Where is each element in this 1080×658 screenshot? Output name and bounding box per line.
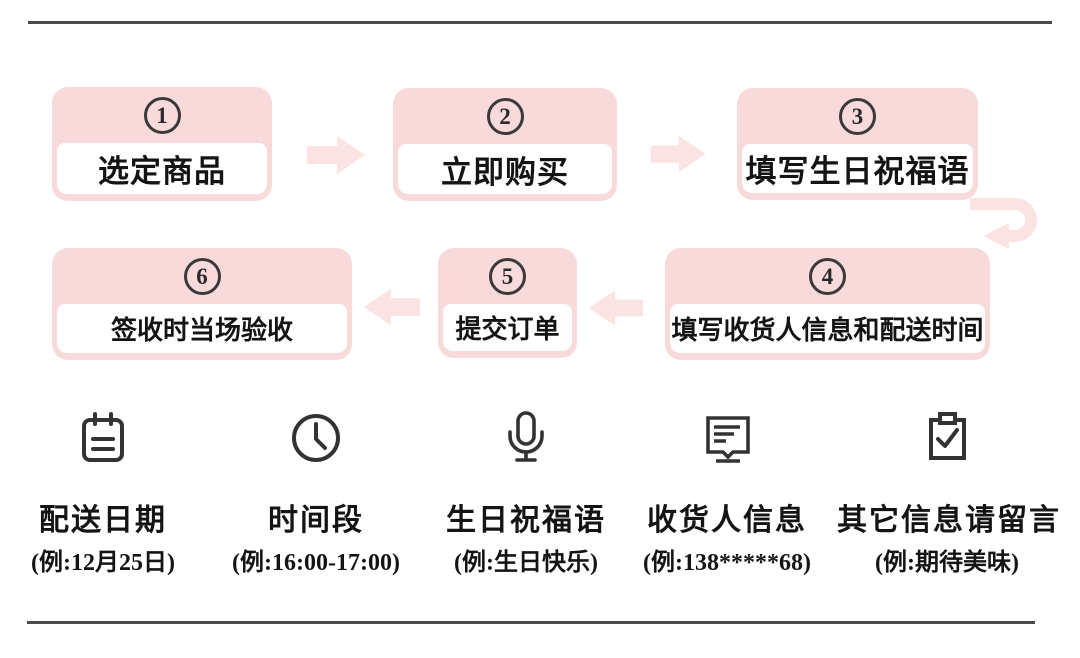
legend-row: 配送日期 (例:12月25日) 时间段 (例:16:00-17:00) — [0, 405, 1080, 577]
step-box-2: 2 立即购买 — [393, 88, 617, 201]
legend-example: (例:16:00-17:00) — [232, 550, 400, 576]
legend-example: (例:生日快乐) — [454, 550, 598, 576]
step-box-5: 5 提交订单 — [438, 248, 577, 358]
clipboard-check-icon — [837, 411, 1057, 471]
step-number-badge: 5 — [489, 257, 526, 295]
arrow-right-icon — [307, 136, 365, 174]
step-number: 6 — [196, 263, 208, 289]
message-icon — [617, 411, 837, 471]
calendar-icon — [3, 411, 203, 471]
step-body: 填写收货人信息和配送时间 — [670, 304, 985, 353]
step-body: 签收时当场验收 — [57, 304, 347, 353]
legend-item-birthday-greeting: 生日祝福语 (例:生日快乐) — [416, 405, 636, 577]
arrow-left-icon — [364, 288, 420, 326]
step-number: 4 — [821, 263, 834, 289]
legend-example: (例:期待美味) — [875, 550, 1019, 576]
step-number: 2 — [499, 103, 511, 129]
legend-item-delivery-date: 配送日期 (例:12月25日) — [3, 405, 203, 577]
step-body: 提交订单 — [443, 304, 572, 351]
legend-item-time-slot: 时间段 (例:16:00-17:00) — [206, 405, 426, 577]
bottom-divider — [27, 621, 1035, 624]
legend-example: (例:12月25日) — [31, 550, 175, 576]
legend-item-recipient-info: 收货人信息 (例:138*****68) — [617, 405, 837, 577]
step-header: 4 — [665, 248, 990, 304]
step-header: 3 — [737, 88, 978, 144]
step-number-badge: 2 — [486, 97, 524, 135]
legend-item-extra-message: 其它信息请留言 (例:期待美味) — [837, 405, 1061, 577]
step-number-badge: 6 — [183, 257, 221, 295]
step-number: 1 — [156, 102, 168, 128]
legend-label: 生日祝福语 — [446, 504, 606, 537]
step-label: 填写收货人信息和配送时间 — [671, 316, 984, 345]
step-header: 1 — [52, 87, 272, 143]
step-number: 5 — [501, 263, 514, 289]
legend-label: 时间段 — [268, 504, 364, 537]
step-number: 3 — [851, 103, 864, 129]
legend-label: 收货人信息 — [647, 504, 807, 537]
step-label: 提交订单 — [455, 315, 560, 344]
legend-example: (例:138*****68) — [643, 550, 811, 576]
step-number-badge: 1 — [143, 96, 181, 134]
legend-label: 其它信息请留言 — [837, 504, 1061, 537]
step-header: 5 — [438, 248, 577, 304]
step-label: 签收时当场验收 — [110, 316, 293, 345]
step-body: 立即购买 — [398, 144, 612, 194]
step-box-4: 4 填写收货人信息和配送时间 — [665, 248, 990, 360]
step-number-badge: 3 — [839, 97, 876, 135]
step-body: 填写生日祝福语 — [742, 144, 973, 193]
step-box-1: 1 选定商品 — [52, 87, 272, 201]
legend-label: 配送日期 — [39, 504, 167, 537]
step-label: 选定商品 — [98, 154, 226, 189]
step-label: 立即购买 — [441, 154, 569, 190]
u-turn-arrow-icon — [960, 190, 1060, 265]
step-header: 6 — [52, 248, 352, 304]
step-label: 填写生日祝福语 — [745, 154, 970, 189]
step-box-3: 3 填写生日祝福语 — [737, 88, 978, 200]
step-number-badge: 4 — [809, 257, 846, 295]
arrow-left-icon — [589, 289, 643, 327]
step-body: 选定商品 — [57, 143, 267, 194]
arrow-right-icon — [650, 136, 706, 172]
step-header: 2 — [393, 88, 617, 144]
microphone-icon — [416, 411, 636, 471]
clock-icon — [206, 411, 426, 471]
step-box-6: 6 签收时当场验收 — [52, 248, 352, 360]
top-divider — [28, 21, 1052, 24]
